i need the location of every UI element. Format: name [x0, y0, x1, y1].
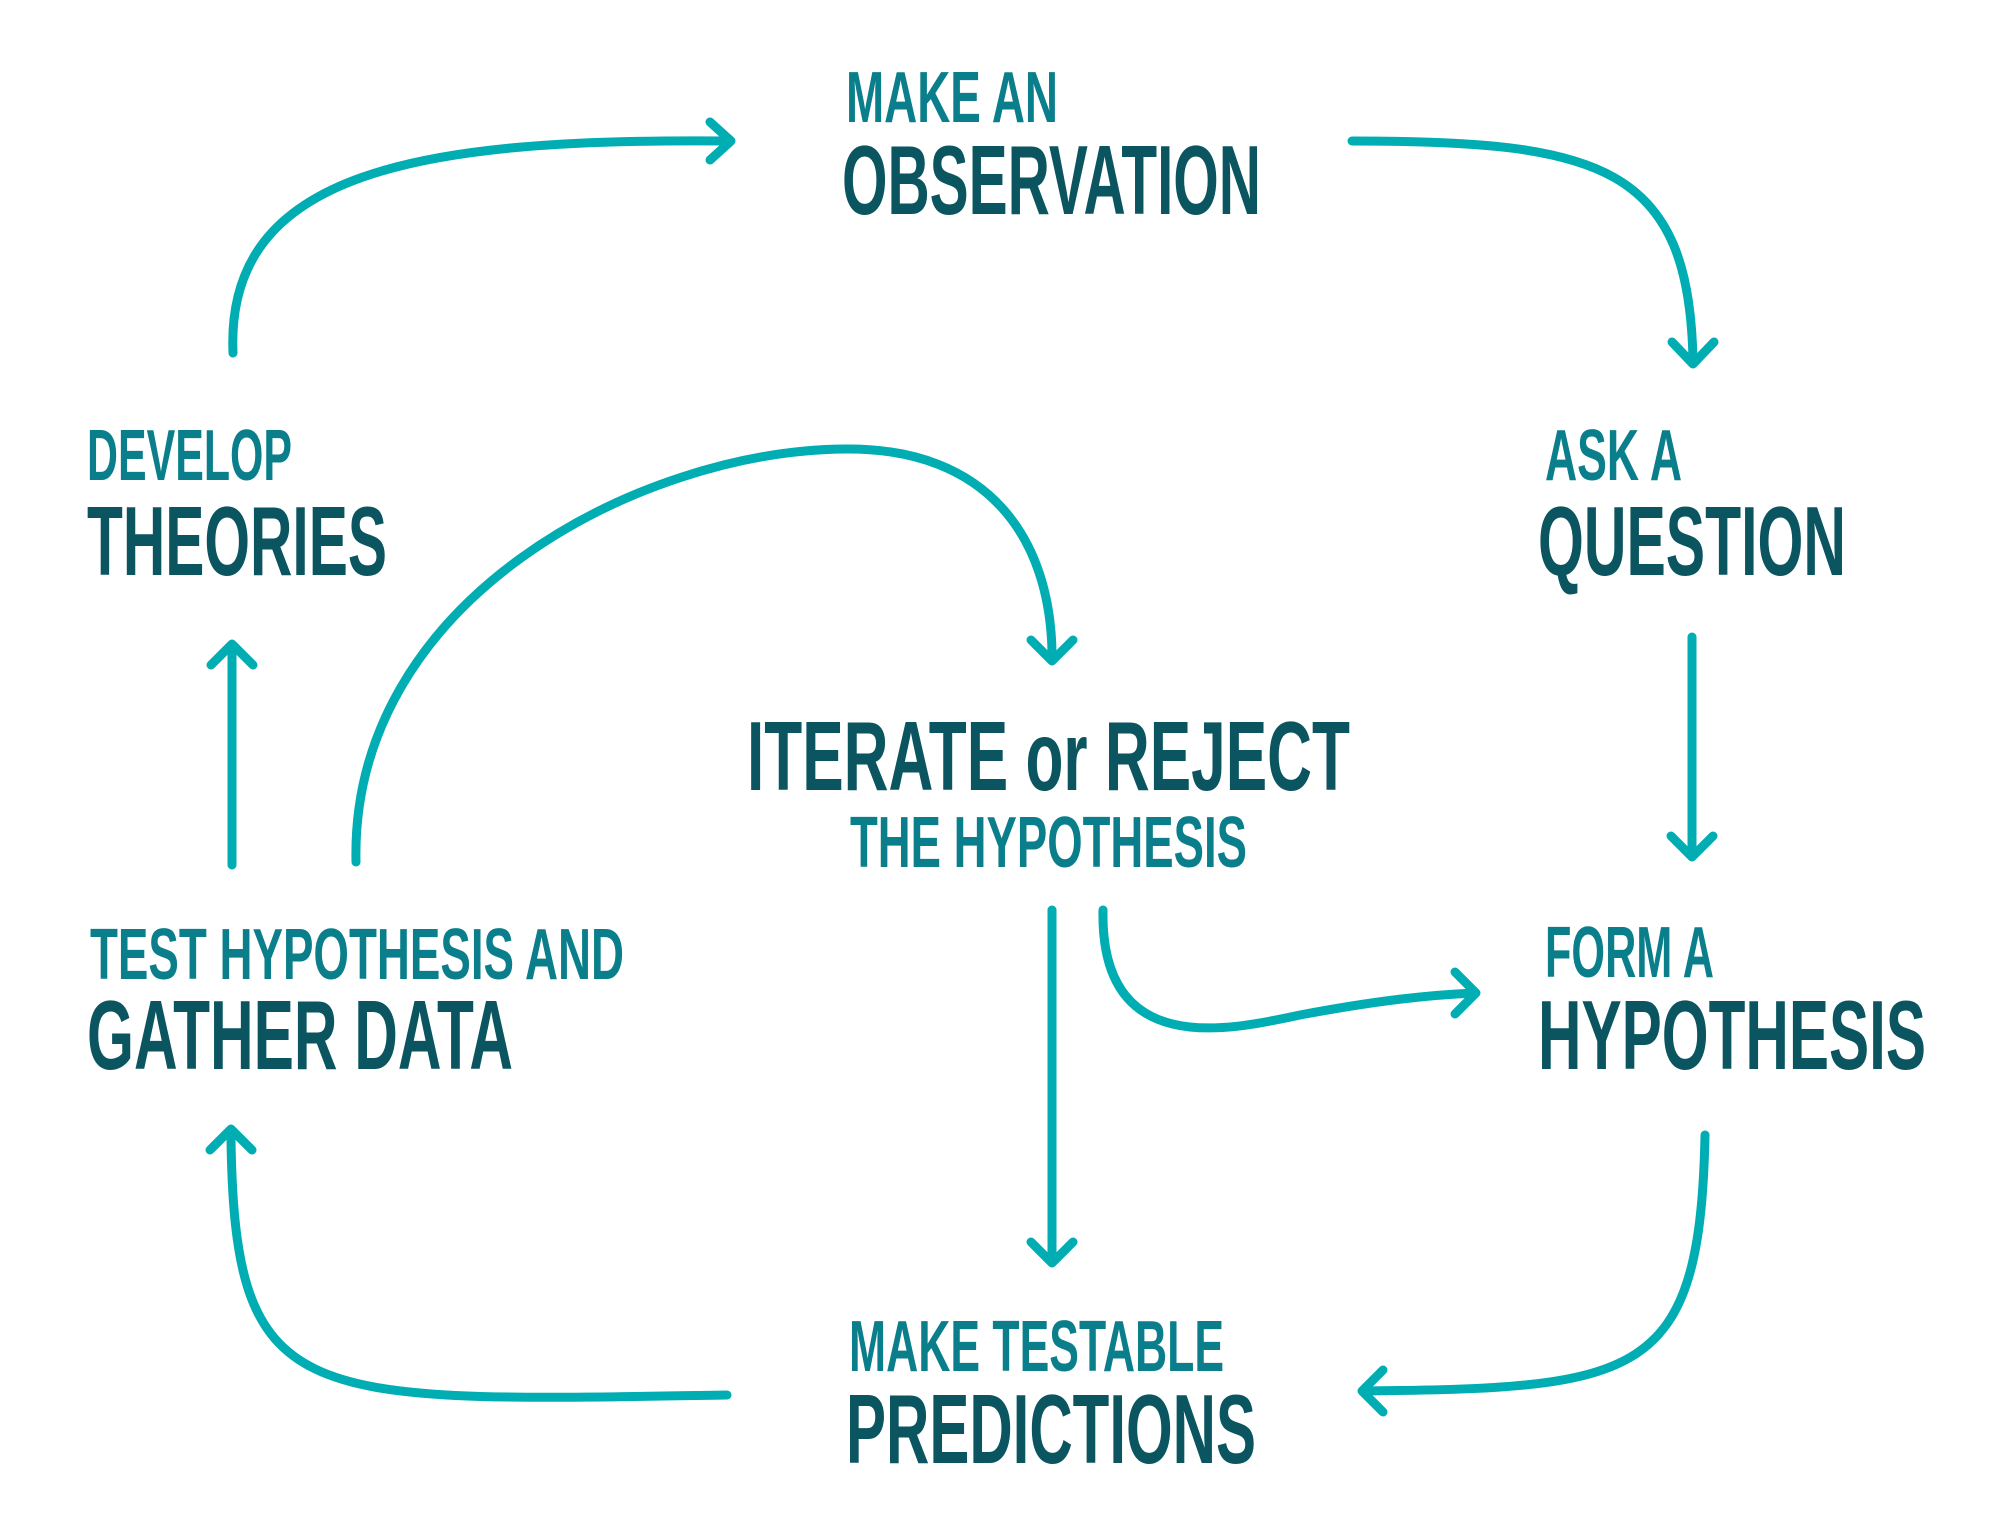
theories-title: THEORIES: [87, 486, 387, 596]
theories-prefix: DEVELOP: [87, 416, 292, 496]
arrow-head-iterate: [1026, 635, 1078, 666]
hypothesis-prefix: FORM A: [1545, 913, 1714, 993]
arrow-test-to-iterate: [351, 444, 1057, 867]
arrow-hypothesis-to-predictions: [1358, 1130, 1710, 1396]
arrow-head-predictions-center: [1026, 1237, 1078, 1268]
arrow-head-hypothesis-center: [1450, 967, 1481, 1019]
arrow-theories-to-observation: [228, 136, 735, 358]
iterate-suffix: THE HYPOTHESIS: [850, 803, 1247, 883]
arrow-head-hypothesis: [1666, 831, 1718, 862]
arrow-head-theories: [206, 639, 258, 670]
question-title: QUESTION: [1538, 486, 1846, 596]
arrow-head-question: [1667, 337, 1719, 369]
arrow-iterate-to-hypothesis: [1098, 905, 1480, 1033]
test-prefix: TEST HYPOTHESIS AND: [90, 915, 624, 995]
arrow-head-test: [205, 1124, 257, 1155]
arrow-predictions-to-test: [226, 1135, 732, 1402]
hypothesis-title: HYPOTHESIS: [1538, 980, 1926, 1090]
observation-prefix: MAKE AN: [846, 58, 1058, 138]
observation-title: OBSERVATION: [842, 125, 1261, 235]
predictions-title: PREDICTIONS: [846, 1374, 1256, 1484]
arrow-head-predictions: [1357, 1365, 1388, 1417]
iterate-title: ITERATE or REJECT: [747, 701, 1350, 811]
arrow-observation-to-question: [1347, 136, 1698, 367]
arrow-head-observation: [705, 117, 736, 165]
question-prefix: ASK A: [1545, 416, 1682, 496]
predictions-prefix: MAKE TESTABLE: [849, 1307, 1224, 1387]
test-title: GATHER DATA: [87, 980, 513, 1090]
